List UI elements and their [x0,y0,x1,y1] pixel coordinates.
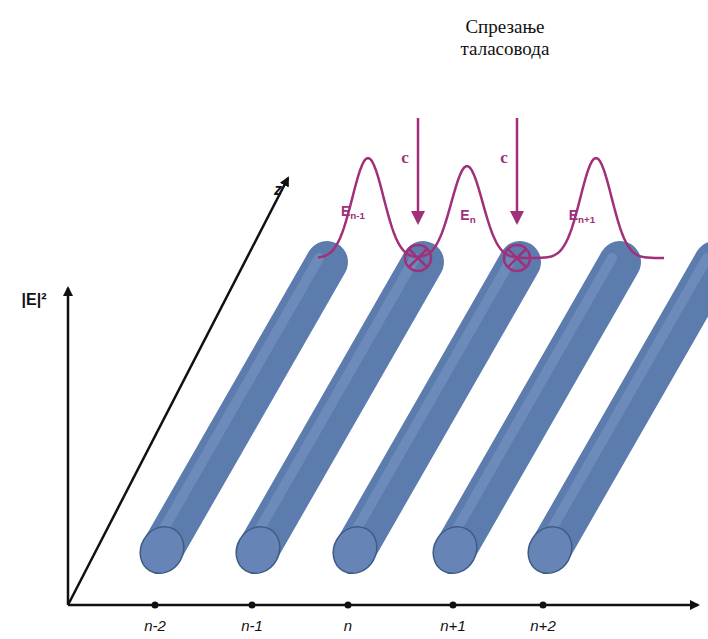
field-label: En [460,207,475,226]
index-label: n [344,617,352,634]
coupling-marks [405,118,530,271]
axis-ticks [152,602,547,609]
waveguide-highlight [542,258,707,546]
field-label: En-1 [341,203,365,222]
waveguide-end [325,519,385,582]
coupling-constant: c [498,148,510,168]
coupling-constant: c [399,148,411,168]
waveguide-end [132,519,192,582]
coupling-title: Спрезање таласовода [440,16,570,60]
index-label: n+2 [530,617,555,634]
mode-profile [318,158,664,258]
waveguide-end [520,519,580,582]
field-label: En+1 [569,207,596,226]
index-label: n-1 [241,617,263,634]
index-label: n+1 [440,617,465,634]
axis-label: z [274,181,282,199]
index-label: n-2 [144,617,166,634]
waveguide-end [425,519,485,582]
axes [68,178,698,605]
axis-label: |E|² [22,291,47,309]
waveguides [132,258,708,581]
waveguide-end [228,519,288,582]
